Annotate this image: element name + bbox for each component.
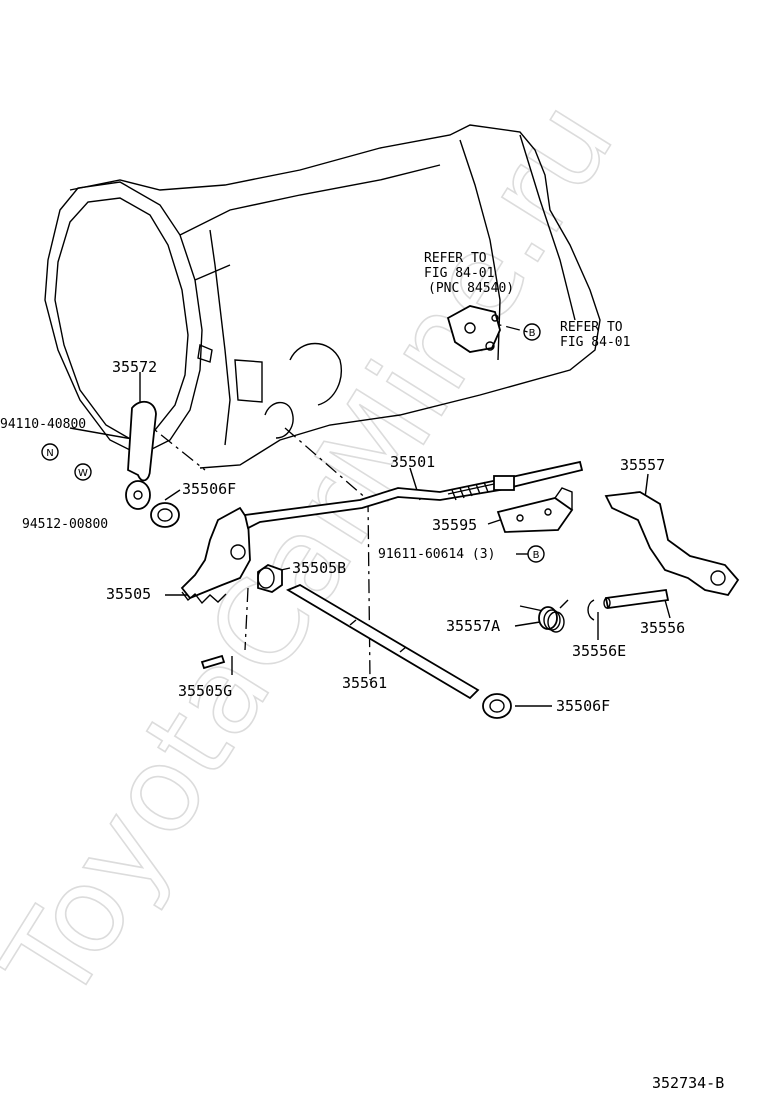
torsion-spring-35557a xyxy=(519,599,569,633)
transmission-control-rod-35501 xyxy=(243,460,584,530)
part-label-35556e: 35556E xyxy=(572,642,626,660)
part-label-35505g: 35505G xyxy=(178,682,232,700)
pivot-pin-35556 xyxy=(603,588,670,610)
refer-note-2-line1: REFER TO xyxy=(560,320,623,335)
transmission-case xyxy=(44,124,601,469)
part-label-91611-60614: 91611-60614 (3) xyxy=(378,547,495,562)
svg-text:N: N xyxy=(46,448,53,459)
figure-id: 352734-B xyxy=(652,1074,724,1092)
part-label-35557: 35557 xyxy=(620,456,665,474)
manual-valve-lever-35572 xyxy=(125,400,157,510)
part-label-35505: 35505 xyxy=(106,585,151,603)
svg-text:W: W xyxy=(78,468,88,479)
part-label-35505b: 35505B xyxy=(292,559,346,577)
oil-seal-35506f-bottom xyxy=(482,693,512,719)
manual-shaft-35561 xyxy=(285,583,480,700)
circle-mark-b-2: B xyxy=(527,545,545,563)
part-label-35561: 35561 xyxy=(342,674,387,692)
control-rod-bracket-35595 xyxy=(496,487,574,533)
part-label-35501: 35501 xyxy=(390,453,435,471)
part-label-35572: 35572 xyxy=(112,358,157,376)
part-label-35557a: 35557A xyxy=(446,617,500,635)
part-label-35556: 35556 xyxy=(640,619,685,637)
part-label-35595: 35595 xyxy=(432,516,477,534)
e-ring-35556e xyxy=(587,599,595,621)
refer-note-1-line1: REFER TO xyxy=(424,251,487,266)
part-label-35506f-bottom: 35506F xyxy=(556,697,610,715)
refer-note-1-line3: (PNC 84540) xyxy=(428,281,514,296)
spacer-35505b xyxy=(257,563,283,593)
part-label-94512-00800: 94512-00800 xyxy=(22,517,108,532)
circle-mark-w: W xyxy=(74,463,92,481)
part-label-35506f-top: 35506F xyxy=(182,480,236,498)
neutral-start-switch xyxy=(446,305,501,353)
oil-seal-35506f-top xyxy=(150,502,180,528)
circle-mark-n: N xyxy=(41,443,59,461)
svg-text:B: B xyxy=(529,328,536,339)
shift-lever-arm-35557 xyxy=(604,491,740,597)
part-label-94110-40800: 94110-40800 xyxy=(0,417,86,432)
refer-note-2-line2: FIG 84-01 xyxy=(560,335,630,350)
refer-note-1-line2: FIG 84-01 xyxy=(424,266,494,281)
circle-mark-b-1: B xyxy=(523,323,541,341)
center-line-pin xyxy=(244,587,249,651)
svg-text:B: B xyxy=(533,550,540,561)
spring-pin-35505g xyxy=(200,654,226,670)
